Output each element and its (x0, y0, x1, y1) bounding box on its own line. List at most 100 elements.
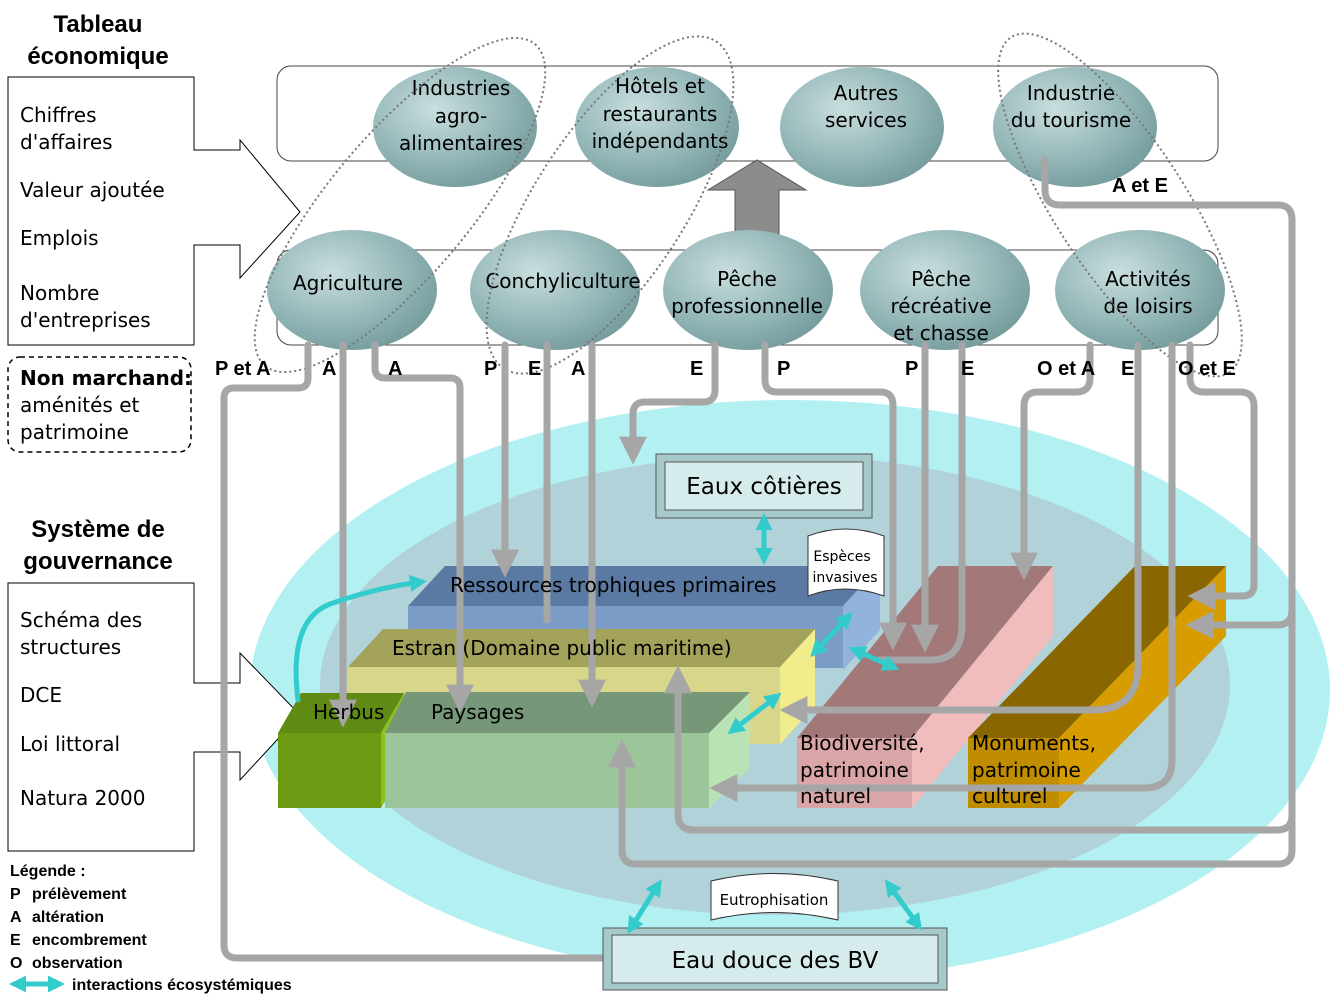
flow-activites-estran (779, 341, 1142, 724)
ecosystem-blocks (278, 566, 1226, 808)
sphere-autres (780, 67, 944, 187)
flow-pechepro-eaux (619, 341, 719, 465)
sphere-hotels (575, 67, 739, 187)
tableau-item-chiffres-2: d'affaires (20, 130, 113, 154)
pressure-e-1: E (528, 358, 541, 380)
left-panel: Tableau économique Chiffres d'affaires V… (7, 11, 301, 852)
non-marchand-2: aménités et (20, 393, 140, 417)
paysages-top (385, 692, 750, 733)
mid-activites-2: de loisirs (1103, 294, 1192, 318)
monuments-label-2: patrimoine (972, 758, 1081, 782)
paysages-front (385, 733, 709, 808)
mid-conchyliculture: Conchyliculture (485, 269, 640, 293)
interaction-eaudouce-left (627, 879, 662, 934)
interaction-arrows (293, 513, 923, 934)
tableau-item-nombre-1: Nombre (20, 281, 99, 305)
flow-pechepro-ressources (761, 341, 907, 651)
pressure-a-2: A (388, 358, 402, 380)
top-hotels-3: indépendants (592, 129, 729, 153)
flow-activites-biodiv (1010, 341, 1094, 581)
non-marchand-1: Non marchand: (20, 366, 192, 390)
biodiversite-label-1: Biodiversité, (800, 731, 925, 755)
eau-douce-label: Eau douce des BV (672, 948, 879, 974)
top-tourisme-1: Industrie (1027, 81, 1115, 105)
ressources-label: Ressources trophiques primaires (450, 573, 776, 597)
estran-top (348, 629, 815, 667)
pressure-o-et-a: O et A (1037, 358, 1095, 380)
monuments-label-1: Monuments, (972, 731, 1096, 755)
tableau-item-chiffres-1: Chiffres (20, 103, 96, 127)
legend-key-e: E (10, 932, 21, 949)
flow-tourisme-paysages (608, 739, 1296, 868)
mid-peche-rec-3: et chasse (893, 321, 989, 345)
eutrophisation-flag: Eutrophisation (710, 873, 839, 921)
mid-agriculture: Agriculture (293, 271, 403, 295)
top-hotels-1: Hôtels et (615, 74, 705, 98)
mid-peche-rec-1: Pêche (911, 267, 971, 291)
pressure-p-2: P (777, 358, 790, 380)
eau-douce-box: Eau douce des BV (602, 927, 948, 991)
legend: Légende : P prélèvement A altération E e… (9, 863, 292, 994)
tableau-title-2: économique (27, 43, 168, 70)
eutrophisation-shape (710, 873, 839, 921)
gouvernance-item-schema-2: structures (20, 635, 121, 659)
legend-key-p: P (10, 886, 21, 903)
herbus-label: Herbus (313, 700, 384, 724)
eau-douce-inner (611, 934, 939, 984)
top-hotels-2: restaurants (603, 102, 718, 126)
gouvernance-item-natura: Natura 2000 (20, 786, 145, 810)
especes-invasives-2: invasives (812, 570, 877, 586)
eaux-cotieres-box: Eaux côtières (655, 453, 873, 519)
gouvernance-item-loi: Loi littoral (20, 732, 120, 756)
pressure-p-3: P (905, 358, 918, 380)
top-row-actors: Industries agro- alimentaires Hôtels et … (373, 67, 1157, 187)
tableau-title-1: Tableau (54, 11, 143, 38)
top-autres-2: services (825, 108, 907, 132)
pressure-o-et-e: O et E (1178, 358, 1236, 380)
top-tourisme-2: du tourisme (1011, 108, 1131, 132)
flow-agri-paysages (371, 341, 474, 713)
monuments-label-3: culturel (972, 784, 1047, 808)
dotted-group-agro (253, 36, 547, 374)
pressure-p-1: P (484, 358, 497, 380)
mid-peche-pro-1: Pêche (717, 267, 777, 291)
interaction-eaudouce-right (884, 879, 923, 931)
interaction-ressources-biodiv (848, 646, 900, 671)
pressure-e-2: E (690, 358, 703, 380)
gouvernance-item-dce: DCE (20, 683, 62, 707)
pressure-p-et-a: P et A (215, 358, 271, 380)
top-industries-1: Industries (412, 76, 511, 100)
especes-invasives-flag: Espèces invasives (807, 528, 885, 597)
ressources-top (408, 566, 880, 606)
pressure-labels: P et A A A P E A E P P E O et A E O et E… (215, 175, 1236, 380)
eutrophisation-label: Eutrophisation (720, 891, 829, 909)
legend-interactions: interactions écosystémiques (72, 977, 292, 994)
gouvernance-item-schema-1: Schéma des (20, 608, 142, 632)
pressure-e-4: E (1121, 358, 1134, 380)
sphere-peche-rec (860, 230, 1030, 350)
flow-activites-paysages-bio (709, 341, 1176, 802)
paysages-label: Paysages (431, 700, 524, 724)
biodiversite-label-3: naturel (800, 784, 871, 808)
mid-peche-pro-2: professionnelle (671, 294, 823, 318)
flow-arrows (220, 156, 1296, 972)
tableau-item-emplois: Emplois (20, 226, 99, 250)
herbus-front (278, 733, 381, 808)
estran-label: Estran (Domaine public maritime) (392, 636, 732, 660)
interaction-paysages-estran (727, 692, 782, 735)
flow-tourisme-loop (1041, 156, 1296, 639)
mid-activites-1: Activités (1105, 267, 1191, 291)
legend-key-a: A (10, 909, 22, 926)
especes-invasives-1: Espèces (813, 549, 870, 565)
gouvernance-title-1: Système de (31, 516, 164, 543)
interaction-estran-invasives (810, 611, 853, 658)
tableau-item-nombre-2: d'entreprises (20, 308, 151, 332)
sphere-peche-pro (663, 230, 833, 350)
pressure-a-et-e: A et E (1112, 175, 1168, 197)
flow-pecherec-2 (876, 341, 966, 664)
non-marchand-3: patrimoine (20, 420, 129, 444)
gouvernance-callout-box (7, 582, 301, 852)
eaux-cotieres-inner (664, 461, 864, 511)
legend-text-e: encombrement (32, 932, 147, 949)
